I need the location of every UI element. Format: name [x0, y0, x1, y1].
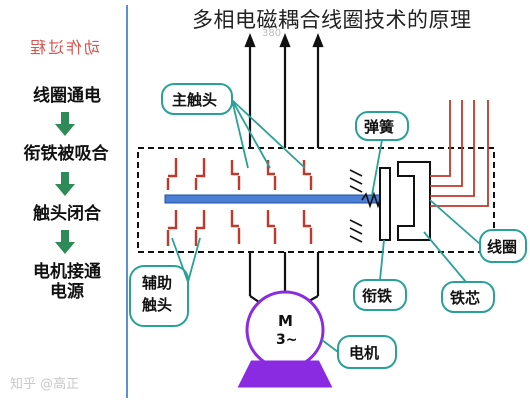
motor	[237, 290, 333, 388]
step-armature-attracted: 衔铁被吸合	[23, 144, 109, 164]
label-aux-contact: 辅助 触头	[142, 274, 173, 314]
label-spring: 弹簧	[364, 118, 395, 136]
step-motor-powered: 电机接通 电源	[33, 262, 101, 302]
supply-lines	[244, 33, 324, 307]
label-iron-core: 铁芯	[450, 289, 481, 307]
electromagnet	[379, 161, 431, 241]
callouts	[129, 83, 527, 369]
label-armature: 衔铁	[362, 287, 393, 305]
step-contacts-close: 触头闭合	[33, 204, 101, 224]
label-motor: 电机	[349, 344, 380, 362]
actuator-rod	[164, 194, 381, 204]
page-title: 多相电磁耦合线圈技术的原理	[192, 8, 472, 32]
watermark: 知乎 @高正	[10, 377, 80, 392]
label-coil: 线圈	[487, 238, 518, 256]
sidebar-heading: 动作过程	[28, 38, 101, 57]
motor-phase: 3~	[276, 332, 298, 348]
motor-symbol: M	[278, 312, 293, 330]
label-main-contact: 主触头	[172, 91, 218, 109]
callout-leaders	[171, 99, 481, 353]
spring	[349, 169, 381, 243]
step-coil-energized: 线圈通电	[33, 86, 101, 106]
svg-text:380: 380	[262, 28, 281, 39]
sidebar-arrows	[55, 112, 75, 254]
coil-wires	[430, 100, 489, 207]
aux-contacts	[166, 158, 206, 246]
